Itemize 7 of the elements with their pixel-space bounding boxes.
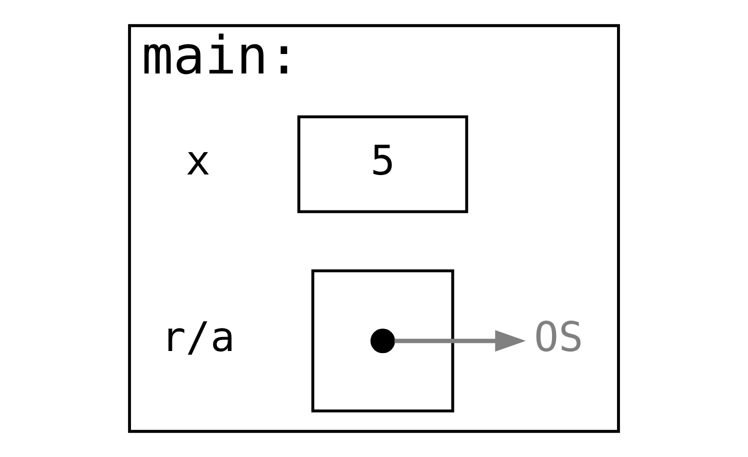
arrow (394, 330, 526, 352)
node-label: x (186, 136, 210, 184)
node-circle (370, 328, 396, 354)
node-label: r/a (161, 312, 236, 361)
node-text: OS (534, 312, 584, 361)
node-box: 5 (297, 115, 468, 214)
cluster (311, 269, 454, 412)
